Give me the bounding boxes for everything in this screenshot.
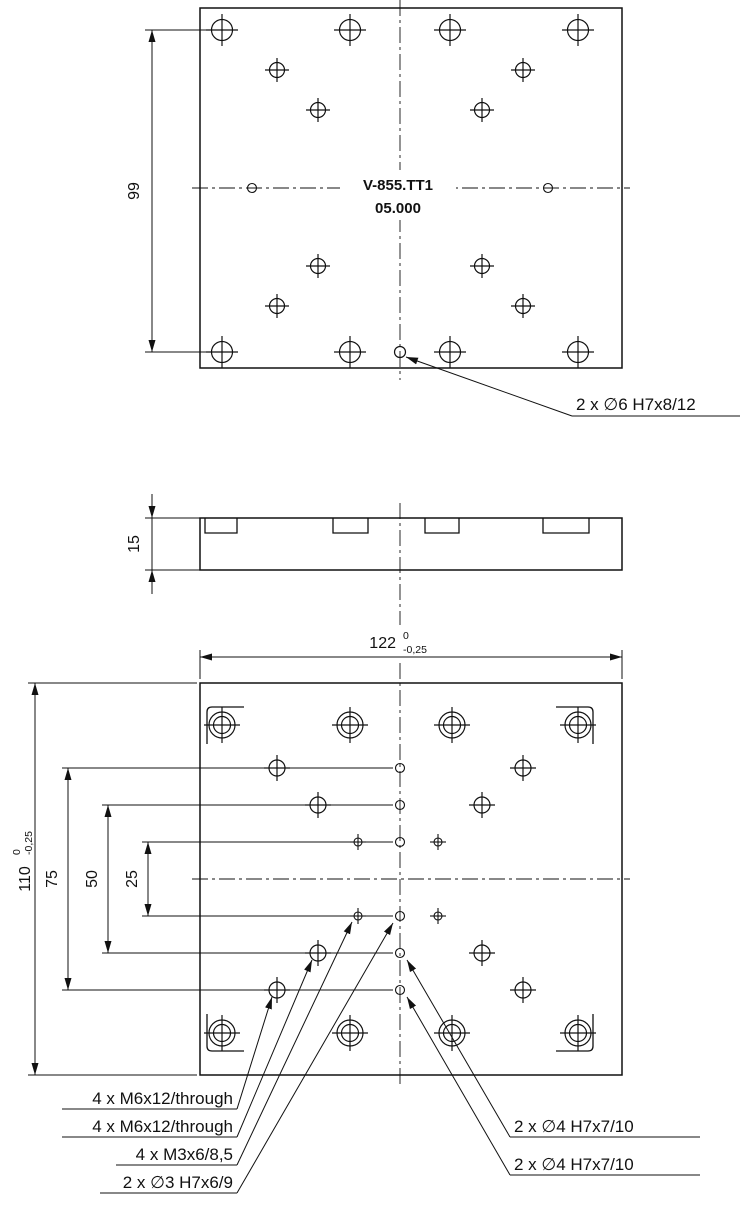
dim-75: 75 (44, 767, 393, 991)
dim-122-tol-lower: -0,25 (403, 644, 427, 656)
pocket-hole (331, 706, 369, 744)
bottom-view: 122 0 -0,25 110 0 -0,25 75 50 (11, 630, 630, 1085)
m6-hole (509, 976, 537, 1004)
hole (510, 57, 536, 83)
pocket-hole (559, 1014, 597, 1052)
notch (424, 518, 460, 534)
part-number: 05.000 (375, 200, 421, 217)
bottom-callouts: 4 x M6x12/through 4 x M6x12/through 4 x … (62, 921, 700, 1194)
pocket-hole (203, 706, 241, 744)
hole (333, 335, 367, 369)
hole (305, 253, 331, 279)
top-view: V-855.TT1 05.000 99 2 x ∅6 H7x8/12 (126, 0, 740, 417)
callout-dowel-3: 2 x ∅3 H7x6/9 (100, 922, 394, 1194)
side-view-outline (199, 517, 623, 571)
dim-25-label: 25 (124, 870, 141, 888)
dim-50-label: 50 (84, 870, 101, 888)
m3-hole (429, 833, 447, 851)
m6-hole (468, 791, 496, 819)
callout-m3-label: 4 x M3x6/8,5 (136, 1145, 233, 1164)
callout-dowel-6: 2 x ∅6 H7x8/12 (405, 356, 740, 417)
hole (264, 57, 290, 83)
pocket-hole (433, 706, 471, 744)
hole (561, 335, 595, 369)
notch (332, 518, 369, 534)
dim-99: 99 (126, 29, 213, 353)
hole (264, 293, 290, 319)
dim-15: 15 (126, 494, 200, 594)
hole (433, 335, 467, 369)
dim-15-label: 15 (126, 535, 143, 553)
hole (469, 97, 495, 123)
callout-m6-through-1-label: 4 x M6x12/through (92, 1089, 233, 1108)
dim-122: 122 0 -0,25 (199, 630, 623, 679)
dim-110-tol-upper: 0 (11, 849, 23, 855)
callout-dowel-3-label: 2 x ∅3 H7x6/9 (123, 1173, 233, 1192)
callout-dowel-4-lower: 2 x ∅4 H7x7/10 (406, 996, 700, 1176)
pocket-corner (206, 1014, 244, 1052)
callout-m6-through-1: 4 x M6x12/through (62, 996, 273, 1110)
pocket-corner (556, 706, 594, 744)
part-name: V-855.TT1 (363, 177, 433, 194)
dim-122-tol-upper: 0 (403, 630, 409, 642)
dim-99-label: 99 (126, 182, 143, 200)
pocket-hole (203, 1014, 241, 1052)
callout-dowel-6-label: 2 x ∅6 H7x8/12 (576, 395, 696, 414)
callout-m6-through-2-label: 4 x M6x12/through (92, 1117, 233, 1136)
pocket-hole (331, 1014, 369, 1052)
dim-110: 110 0 -0,25 (11, 682, 197, 1076)
notch (204, 518, 238, 534)
pocket-corner (556, 1014, 594, 1052)
dim-50: 50 (84, 804, 393, 954)
callout-m6-through-2: 4 x M6x12/through (62, 959, 313, 1138)
callout-dowel-4-lower-label: 2 x ∅4 H7x7/10 (514, 1155, 634, 1174)
m3-hole (429, 907, 447, 925)
hole (469, 253, 495, 279)
pocket-hole (433, 1014, 471, 1052)
dim-122-label: 122 (369, 635, 396, 652)
m6-hole (468, 939, 496, 967)
bottom-view-holes (203, 706, 597, 1052)
hole (433, 13, 467, 47)
dim-75-label: 75 (44, 870, 61, 888)
hole (333, 13, 367, 47)
dim-25: 25 (124, 841, 393, 917)
callout-dowel-4-upper-label: 2 x ∅4 H7x7/10 (514, 1117, 634, 1136)
callout-dowel-4-upper: 2 x ∅4 H7x7/10 (406, 959, 700, 1138)
m6-hole (509, 754, 537, 782)
hole (305, 97, 331, 123)
dim-110-label: 110 (17, 866, 34, 892)
notch (542, 518, 590, 534)
part-label-background (340, 170, 456, 220)
pocket-corner (206, 706, 244, 744)
hole (561, 13, 595, 47)
pocket-hole (559, 706, 597, 744)
hole (510, 293, 536, 319)
callout-m3: 4 x M3x6/8,5 (116, 921, 353, 1166)
side-view: 15 (126, 494, 623, 625)
dim-110-tol-lower: -0,25 (23, 831, 35, 855)
